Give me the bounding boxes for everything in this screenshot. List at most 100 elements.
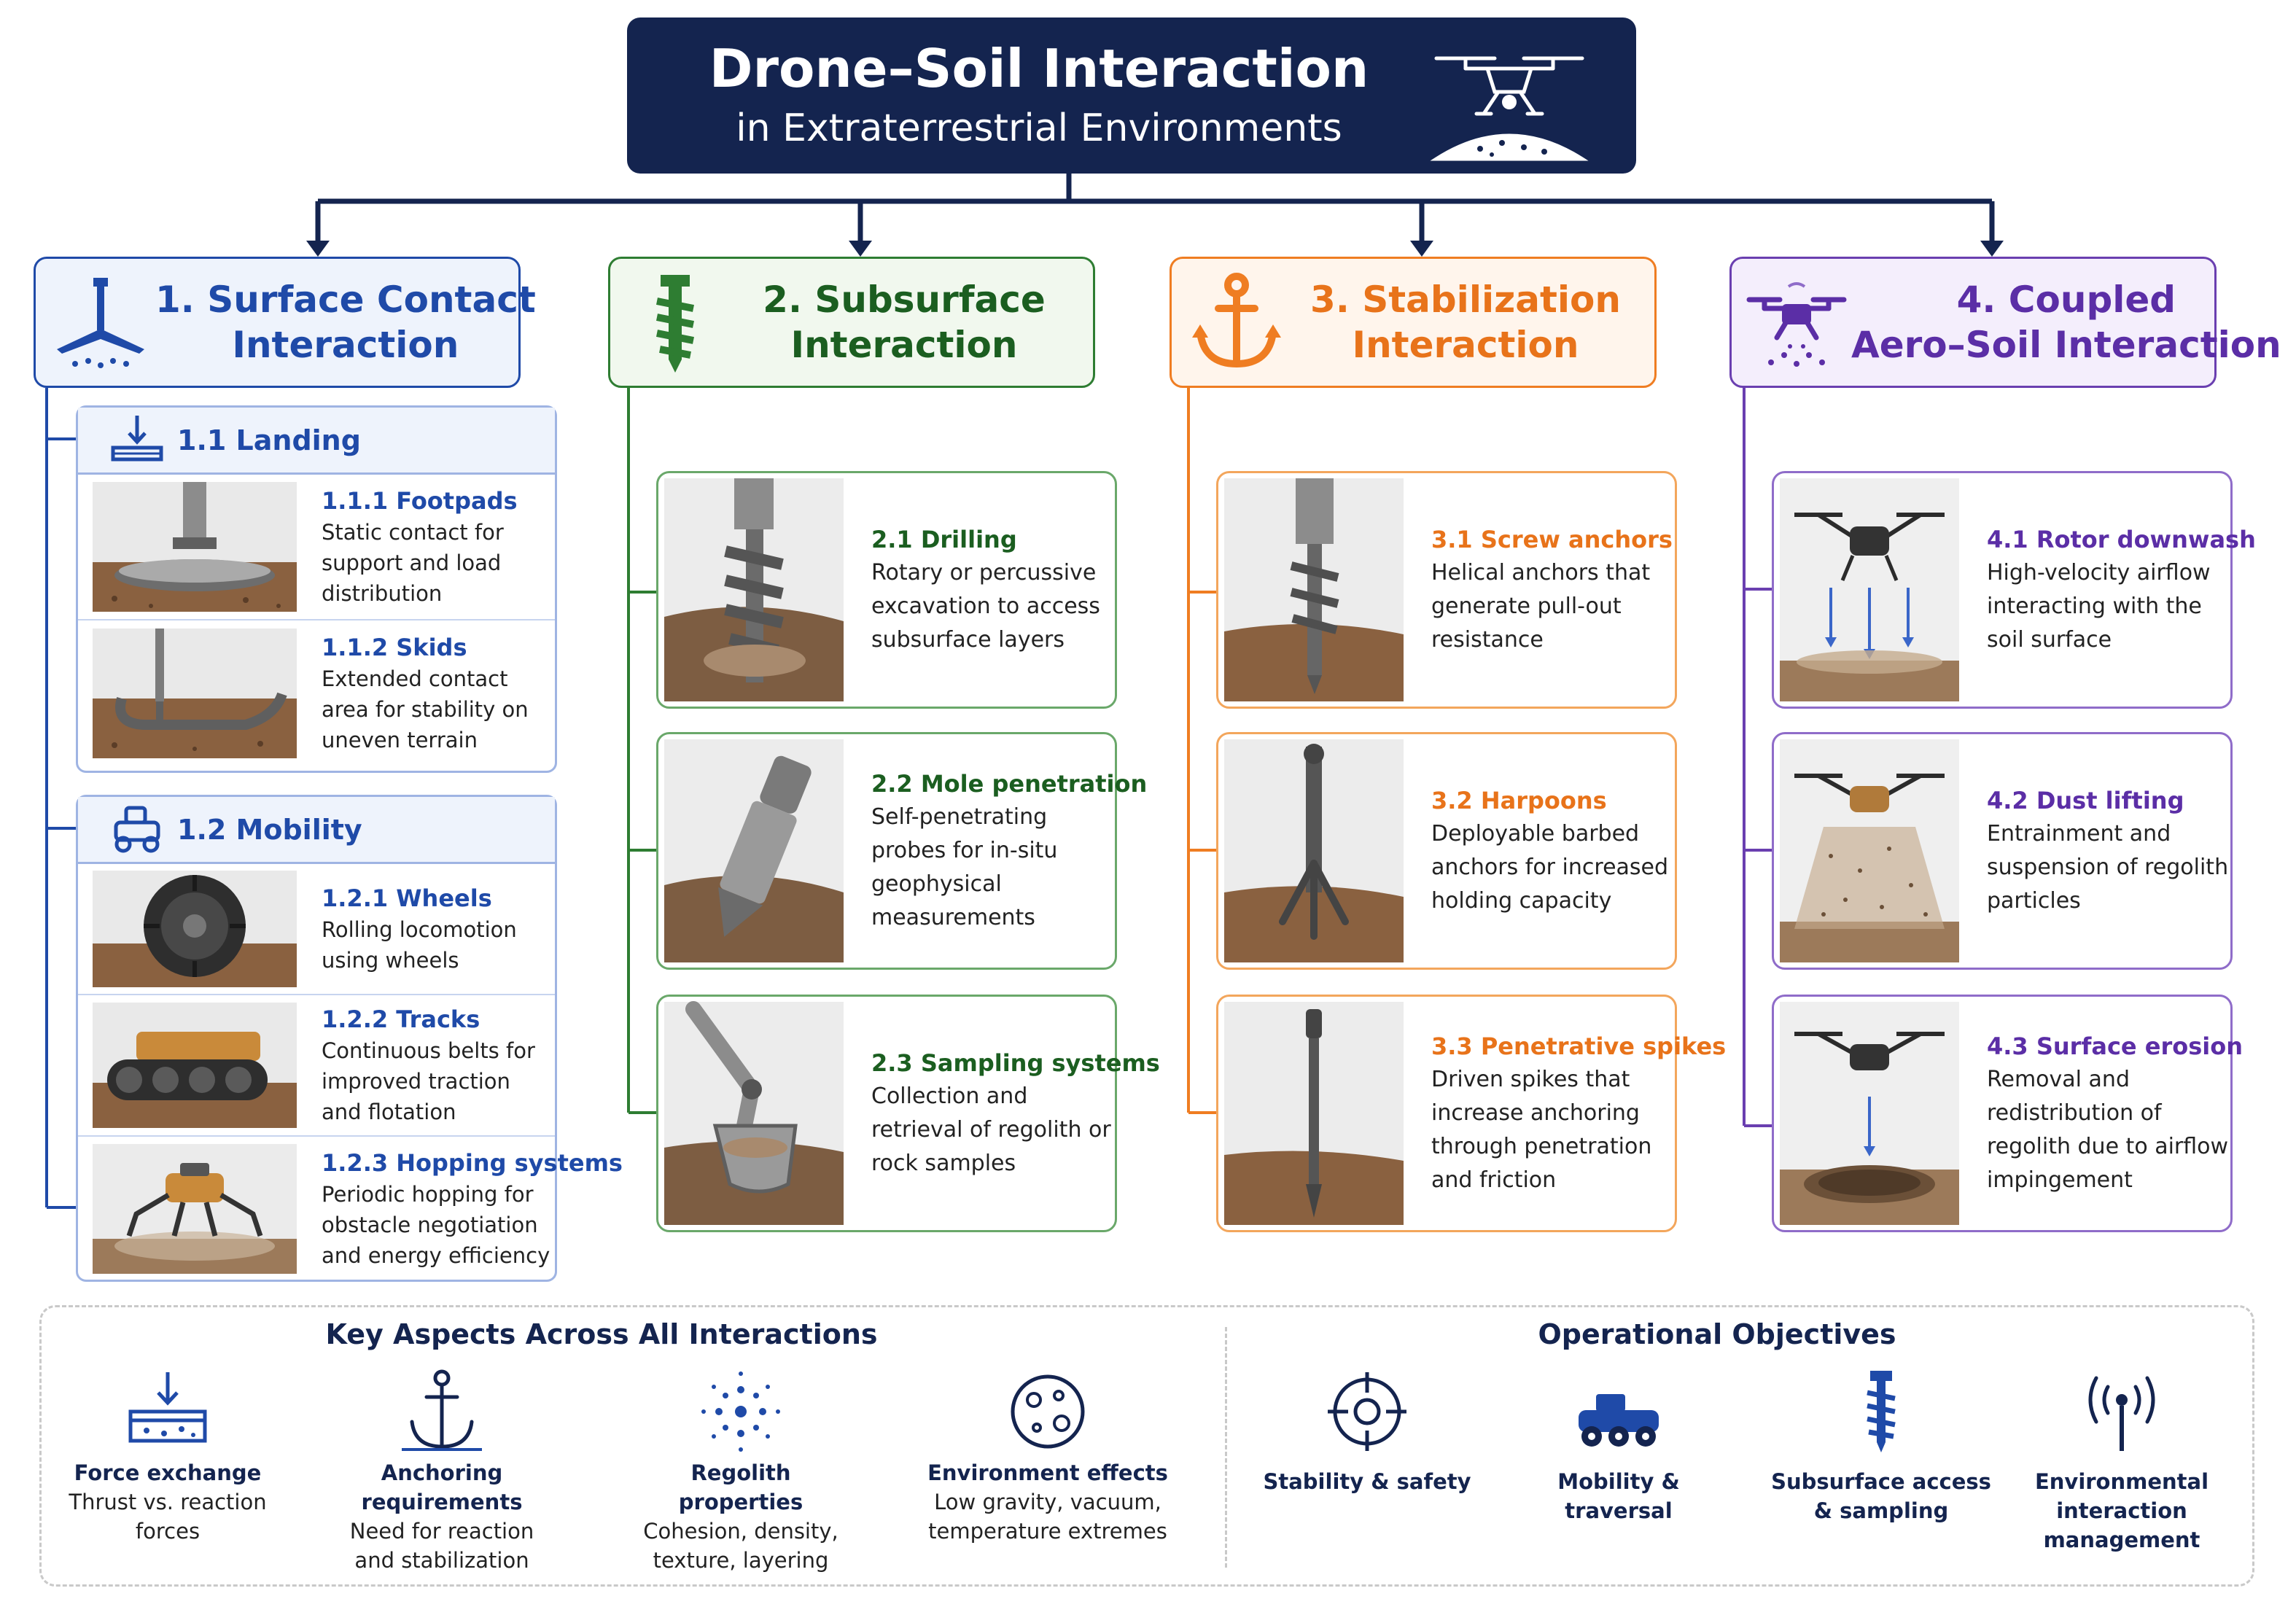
card-desc: Collection and retrieval of regolith or …: [871, 1083, 1111, 1176]
subitem-title: 1.1.1 Footpads: [322, 487, 518, 515]
skid-image: [93, 629, 297, 758]
dust-image: [1780, 739, 1959, 962]
column-title-1a: 1. Surface Contact: [155, 279, 536, 321]
card-title: 4.1 Rotor downwash: [1987, 526, 2256, 553]
aspect-regolith: Regolith properties Cohesion, density, t…: [631, 1368, 850, 1575]
aspect-desc: Low gravity, vacuum, temperature extreme…: [928, 1490, 1167, 1544]
card-title: 4.3 Surface erosion: [1987, 1032, 2244, 1060]
spike-image: [1224, 1002, 1404, 1225]
objective-label: Subsurface access & sampling: [1771, 1469, 1991, 1523]
card-desc: Deployable barbed anchors for increased …: [1431, 821, 1669, 914]
title-line-2: in Extraterrestrial Environments: [736, 106, 1342, 150]
objective-subsurface: Subsurface access & sampling: [1764, 1368, 1998, 1525]
bottom-summary-box: [39, 1305, 2254, 1587]
objective-environmental: Environmental interaction management: [2020, 1368, 2224, 1555]
title-line-1: Drone–Soil Interaction: [709, 38, 1369, 99]
aspect-desc: Thrust vs. reaction forces: [69, 1490, 267, 1544]
card-title: 2.1 Drilling: [871, 526, 1017, 553]
erosion-image: [1780, 1002, 1959, 1225]
subitem-desc: Extended contact area for stability on u…: [322, 666, 529, 752]
card-desc: Removal and redistribution of regolith d…: [1987, 1067, 2229, 1193]
column-title-4a: 4. Coupled: [1956, 279, 2176, 321]
aspect-label: Anchoring requirements: [361, 1460, 523, 1514]
card-title: 2.2 Mole penetration: [871, 770, 1148, 798]
card-title: 3.3 Penetrative spikes: [1431, 1032, 1727, 1060]
objective-label: Stability & safety: [1263, 1469, 1471, 1494]
track-image: [93, 1003, 297, 1128]
wheel-image: [93, 871, 297, 987]
column-title-3a: 3. Stabilization: [1310, 279, 1621, 321]
card-desc: Self-penetrating probes for in-situ geop…: [871, 804, 1058, 930]
aspect-label: Regolith properties: [678, 1460, 803, 1514]
footpad-image: [93, 482, 297, 612]
subitem-desc: Periodic hopping for obstacle negotiatio…: [322, 1182, 550, 1268]
objective-mobility: Mobility & traversal: [1509, 1368, 1728, 1525]
column-title-2a: 2. Subsurface: [763, 279, 1046, 321]
harpoon-image: [1224, 739, 1404, 962]
card-title: 4.2 Dust lifting: [1987, 787, 2184, 814]
aspect-desc: Need for reaction and stabilization: [349, 1519, 534, 1573]
subitem-desc: Rolling locomotion using wheels: [322, 917, 517, 973]
key-aspects-title: Key Aspects Across All Interactions: [325, 1318, 878, 1350]
landing-icon: [111, 415, 163, 461]
anchor-outline-icon: [402, 1369, 482, 1451]
antenna-icon: [2088, 1376, 2155, 1451]
card-title: 2.3 Sampling systems: [871, 1049, 1160, 1077]
subitem-title: 1.2.1 Wheels: [322, 884, 492, 912]
subitem-desc: Static contact for support and load dist…: [322, 520, 504, 606]
drill-icon: [656, 275, 694, 373]
rover-outline-icon: [1579, 1394, 1659, 1447]
column-title-1b: Interaction: [232, 324, 459, 366]
drone-icon: [1746, 282, 1847, 367]
scoop-image: [664, 1001, 844, 1225]
bottom-divider: [1225, 1327, 1227, 1568]
objective-label: Environmental interaction management: [2034, 1469, 2209, 1552]
card-desc: Driven spikes that increase anchoring th…: [1431, 1067, 1652, 1193]
crosshair-icon: [1328, 1372, 1406, 1451]
column-title-4b: Aero–Soil Interaction: [1851, 324, 2281, 366]
aspect-label: Force exchange: [74, 1460, 262, 1485]
column-title-3b: Interaction: [1352, 324, 1579, 366]
subitem-title: 1.1.2 Skids: [322, 634, 467, 661]
aspect-anchoring: Anchoring requirements Need for reaction…: [332, 1368, 551, 1575]
card-title: 3.2 Harpoons: [1431, 787, 1607, 814]
aspect-force-exchange: Force exchange Thrust vs. reaction force…: [58, 1368, 277, 1546]
landing-header: 1.1 Landing: [78, 408, 555, 475]
column-title-2b: Interaction: [790, 324, 1018, 366]
aspect-label: Environment effects: [927, 1460, 1168, 1485]
title-banner: Drone–Soil Interaction in Extraterrestri…: [627, 17, 1636, 174]
card-desc: Rotary or percussive excavation to acces…: [871, 560, 1100, 653]
aspect-environment: Environment effects Low gravity, vacuum,…: [920, 1368, 1175, 1546]
screw-anchor-image: [1224, 478, 1404, 701]
drone-logo-icon: [1430, 56, 1589, 161]
subitem-title: 1.2.3 Hopping systems: [322, 1149, 623, 1177]
card-desc: Entrainment and suspension of regolith p…: [1987, 821, 2229, 914]
drill-image: [664, 478, 844, 701]
landing-title: 1.1 Landing: [177, 424, 361, 456]
force-icon: [128, 1372, 207, 1443]
mobility-title: 1.2 Mobility: [177, 813, 362, 846]
drill-outline-icon: [1867, 1371, 1896, 1452]
card-desc: High-velocity airflow interacting with t…: [1987, 560, 2211, 653]
aspect-desc: Cohesion, density, texture, layering: [643, 1519, 838, 1573]
objectives-title: Operational Objectives: [1538, 1318, 1896, 1350]
particles-icon: [701, 1371, 780, 1452]
anchor-icon: [1192, 273, 1281, 368]
